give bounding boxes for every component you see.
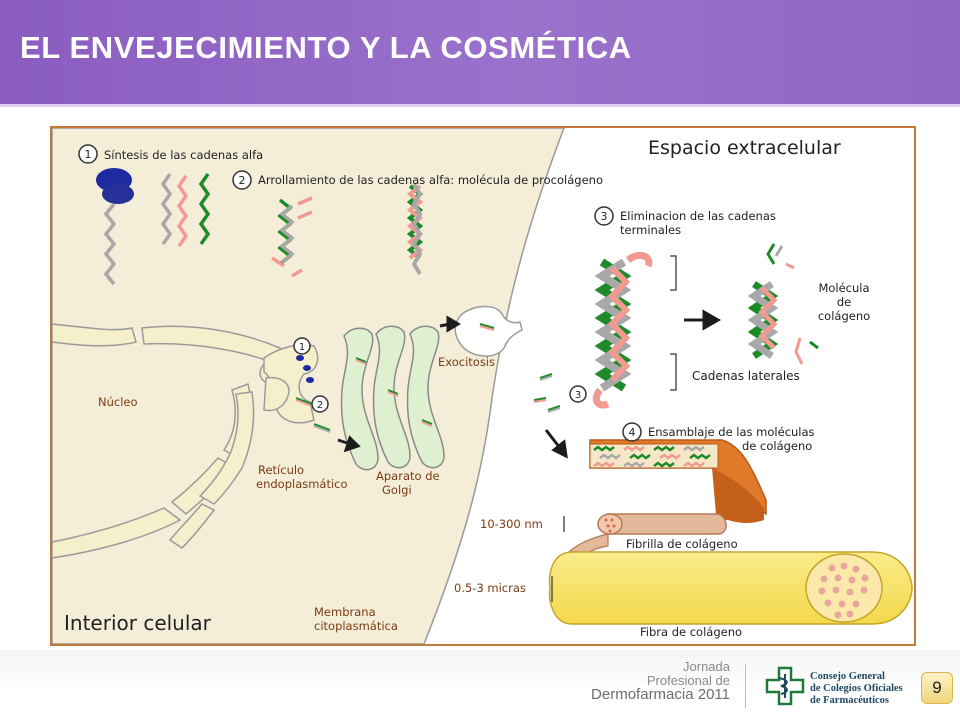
membrane-label-1: Membrana <box>314 605 376 619</box>
event-name-line1: Jornada <box>683 659 730 674</box>
golgi-apparatus <box>340 325 445 471</box>
step-4-number: 4 <box>629 426 636 439</box>
step-1-label: Síntesis de las cadenas alfa <box>104 148 263 162</box>
fiber-assembly <box>548 439 913 625</box>
golgi-label-1: Aparato de <box>376 469 440 483</box>
fiber-label: Fibra de colágeno <box>640 625 742 639</box>
slide-title: EL ENVEJECIMIENTO Y LA COSMÉTICA <box>20 30 632 65</box>
alpha-chain-green <box>198 172 211 246</box>
exocytosis-label: Exocitosis <box>438 355 495 369</box>
extracellular-space-label: Espacio extracelular <box>648 137 841 159</box>
step-2-label: Arrollamiento de las cadenas alfa: moléc… <box>258 173 603 187</box>
cell-interior-region <box>52 128 565 644</box>
event-name: Jornada Profesional de Dermofarmacia 201… <box>590 659 730 703</box>
step-3-number: 3 <box>601 210 608 223</box>
council-name-line2: de Colegios Oficiales <box>810 683 903 694</box>
reticulum-label-2: endoplasmático <box>256 477 348 491</box>
footer-divider <box>745 664 746 708</box>
step-1-number: 1 <box>85 148 92 161</box>
ribosomes <box>296 355 314 383</box>
er-marker-2: 2 <box>317 400 323 411</box>
fibril-label: Fibrilla de colágeno <box>626 537 738 551</box>
collagen-molecule-label-2: de <box>837 295 851 309</box>
step-3-label-line2: terminales <box>620 223 681 237</box>
collagen-synthesis-diagram: 1 Síntesis de las cadenas alfa 2 Arrolla… <box>50 126 916 646</box>
fiber-size-label: 0.5-3 micras <box>454 581 526 595</box>
golgi-label-2: Golgi <box>382 483 412 497</box>
membrane-label-2: citoplasmática <box>314 619 398 633</box>
alpha-chain-pink <box>176 174 189 248</box>
step-4-label-line1: Ensamblaje de las moléculas <box>648 425 815 439</box>
page-number: 9 <box>921 672 953 704</box>
flow-arrows <box>337 309 722 459</box>
intracellular-label: Interior celular <box>64 611 212 635</box>
exocytosis-vesicle <box>454 305 523 357</box>
event-name-line2: Profesional de <box>646 673 730 688</box>
exocytosis-marker-3: 3 <box>575 390 581 401</box>
procollagen-molecule <box>406 182 424 276</box>
alpha-chain-gray <box>103 202 117 286</box>
small-collagen-marks <box>295 323 561 433</box>
bracket-lines <box>670 255 677 391</box>
procollagen-coiling <box>271 196 313 278</box>
step-3-label-line1: Eliminacion de las cadenas <box>620 209 776 223</box>
pharmacy-cross-logo <box>765 666 805 706</box>
collagen-molecule-label-3: colágeno <box>818 309 870 323</box>
side-chains-label: Cadenas laterales <box>692 369 800 383</box>
collagen-molecule-label-1: Molécula <box>818 281 869 295</box>
council-name-line1: Consejo General <box>810 671 885 682</box>
step-2-number: 2 <box>239 174 246 187</box>
event-name-line3: Dermofarmacia 2011 <box>591 686 730 703</box>
council-name-line3: de Farmacéuticos <box>810 695 890 706</box>
header-underline <box>0 104 960 107</box>
er-marker-1: 1 <box>299 342 305 353</box>
council-name: Consejo General de Colegios Oficiales de… <box>810 671 903 707</box>
alpha-chain-gray-2 <box>160 172 173 246</box>
nucleus-label: Núcleo <box>98 395 138 409</box>
ribosome-icon <box>96 168 134 204</box>
collagen-molecule <box>747 243 819 365</box>
step-markers <box>78 144 642 442</box>
endoplasmic-reticulum <box>168 344 319 549</box>
fibril-size-label: 10-300 nm <box>480 517 543 531</box>
procollagen-with-terminals <box>592 251 653 409</box>
step-4-label-line2: de colágeno <box>742 439 812 453</box>
header-bar <box>0 0 960 104</box>
reticulum-label-1: Retículo <box>258 463 304 477</box>
